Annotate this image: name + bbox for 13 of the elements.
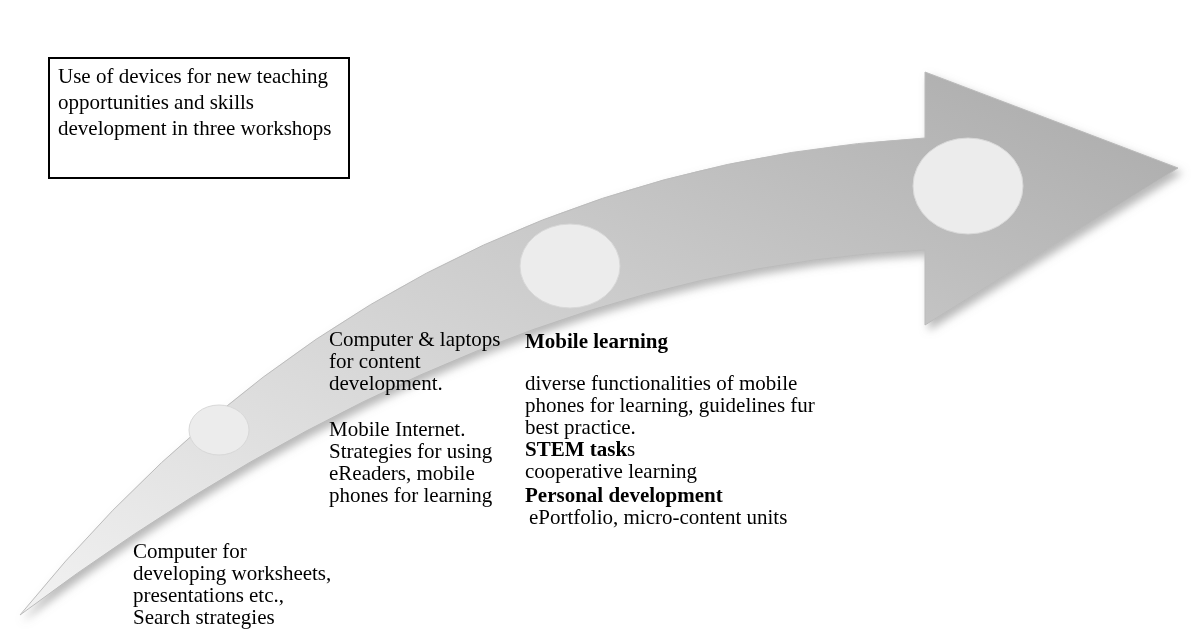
- heading-text: Personal development: [525, 484, 724, 506]
- heading-text: Mobile learning: [525, 330, 669, 352]
- description-text: cooperative learning: [525, 460, 698, 482]
- circle-marker: [519, 223, 621, 309]
- description-text: Computer for developing worksheets, presentations etc., Search strategies: [133, 540, 333, 628]
- circle-marker: [188, 404, 250, 456]
- description-text: ePortfolio, micro-content units: [529, 506, 789, 528]
- heading-text: STEM tasks: [525, 438, 637, 460]
- description-text: Mobile Internet. Strategies for using eReaders, mobile phones for learning: [329, 418, 494, 506]
- text-box: Use of devices for new teaching opportunities and skills development in three workshops: [48, 57, 350, 179]
- description-text: Computer & laptops for content development.: [329, 328, 502, 394]
- description-text: diverse functionalities of mobile phones for learning, guidelines fur best practice.: [525, 372, 815, 438]
- circle-marker: [912, 137, 1024, 235]
